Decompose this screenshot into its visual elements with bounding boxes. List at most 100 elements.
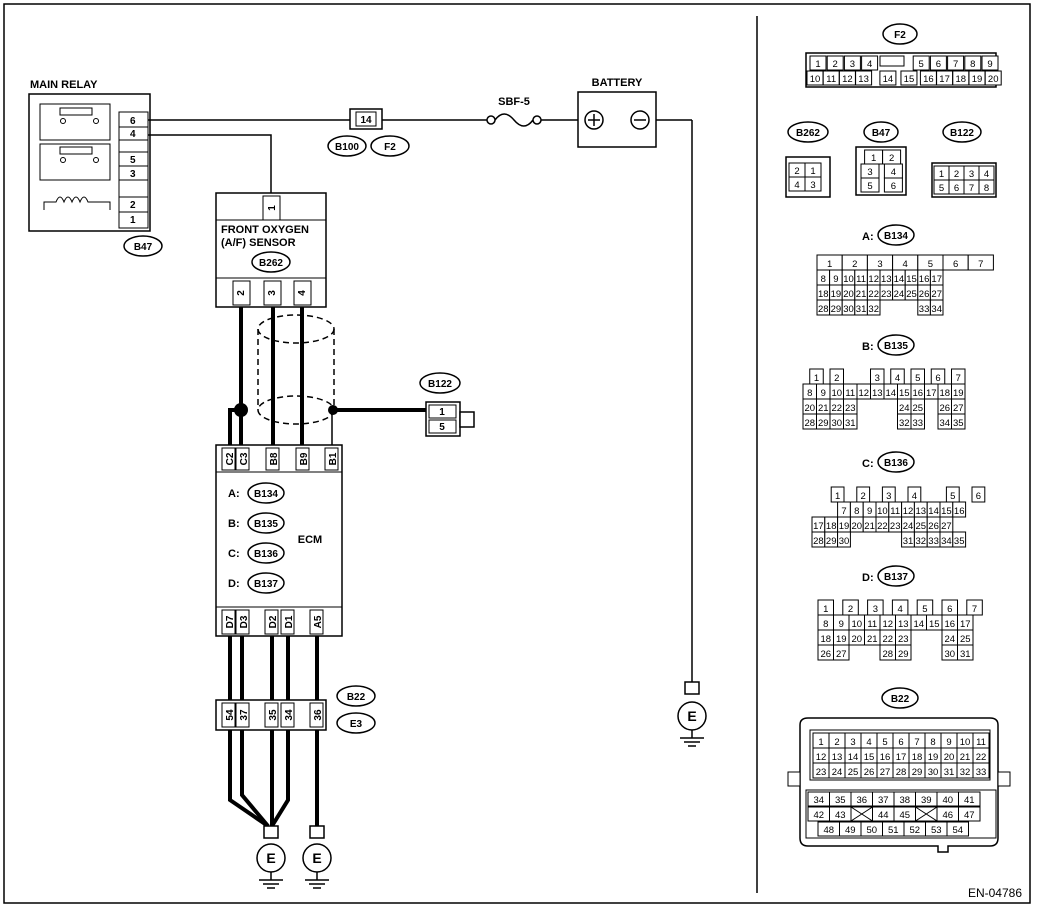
b134-pin-label: 5 — [928, 259, 933, 270]
b135-pin-label: 19 — [953, 388, 964, 399]
b134-pin-label: 14 — [894, 274, 905, 285]
b22-pin-35: 35 — [268, 709, 279, 721]
b22-cell — [946, 821, 969, 837]
b134-cell — [929, 299, 944, 316]
b134-pin-label: 19 — [831, 289, 842, 300]
b136-pin-label: 13 — [916, 506, 927, 517]
f2-pin-label: 16 — [923, 74, 934, 85]
b137-pin-label: 2 — [848, 604, 853, 615]
b135-pin-label: 9 — [821, 388, 826, 399]
b22-pin-label: 17 — [896, 752, 907, 763]
b134-pin-label: 11 — [856, 274, 866, 285]
b262-cell — [804, 176, 822, 192]
b136-pin-label: 24 — [903, 521, 914, 532]
b22-pin-54: 54 — [225, 709, 236, 721]
b22-pin-label: 11 — [976, 737, 986, 748]
ecm-pin-c2: C2 — [225, 452, 236, 465]
ecm-conn-d-letter: D: — [228, 578, 240, 590]
b135-pin-label: 6 — [935, 373, 940, 384]
b22-pin-label: 31 — [944, 767, 955, 778]
b134-pin-label: 28 — [818, 304, 829, 315]
b137-title: B137 — [884, 572, 908, 583]
b47-pin-label: 1 — [871, 153, 876, 164]
b135-pin-label: 18 — [939, 388, 950, 399]
b135-cell — [910, 413, 925, 430]
b134-pin-label: 31 — [856, 304, 867, 315]
f2-cell — [826, 55, 844, 71]
b135-pin-label: 5 — [915, 373, 920, 384]
ecm-pin-a5: A5 — [313, 615, 324, 628]
b135-pin-label: 17 — [926, 388, 937, 399]
b135-title: B135 — [884, 341, 908, 352]
b135-pin-label: 28 — [804, 418, 815, 429]
f2-pin-label: 6 — [936, 59, 941, 70]
b137-pin-label: 12 — [882, 619, 893, 630]
f2-pin-label: 18 — [956, 74, 967, 85]
ecm-pin-d2: D2 — [268, 615, 279, 628]
b135-cell — [843, 413, 858, 430]
b22-pin-label: 49 — [845, 825, 856, 836]
b22-pin-label: 43 — [835, 810, 846, 821]
b22-pin-label: 50 — [866, 825, 877, 836]
b47-pin-label: 3 — [867, 167, 872, 178]
relay-pin-3: 3 — [130, 169, 136, 180]
b136-pin-label: 9 — [867, 506, 872, 517]
b22-cell — [972, 762, 990, 779]
b135-pin-label: 11 — [845, 388, 855, 399]
ecm-conn-d-tag: B137 — [254, 579, 278, 590]
ground-battery-label: E — [687, 708, 696, 724]
b137-pin-label: 5 — [922, 604, 927, 615]
ecm-label: ECM — [298, 534, 322, 546]
b134-pin-label: 23 — [881, 289, 892, 300]
f2-pin-label: 3 — [850, 59, 855, 70]
b22-cell — [958, 791, 981, 807]
f2-cell — [843, 55, 861, 71]
b137-pin-label: 11 — [867, 619, 877, 630]
b134-pin-label: 3 — [877, 259, 882, 270]
b135-pin-label: 13 — [872, 388, 883, 399]
b22-pin-label: 7 — [914, 737, 919, 748]
b137-pin-label: 17 — [960, 619, 971, 630]
battery-label: BATTERY — [592, 77, 643, 89]
b22-pin-label: 34 — [813, 795, 824, 806]
b22-pin-label: 52 — [909, 825, 920, 836]
b22-pin-37: 37 — [239, 709, 250, 721]
b136-pin-label: 29 — [826, 536, 837, 547]
b137-pin-label: 31 — [960, 649, 971, 660]
b137-pin-label: 25 — [960, 634, 971, 645]
b22-pin-label: 38 — [899, 795, 910, 806]
b22-pin-label: 9 — [946, 737, 951, 748]
b47-title: B47 — [872, 128, 891, 139]
b122-pin-label: 1 — [939, 169, 944, 180]
b22-tag: B22 — [347, 692, 366, 703]
b122-cell — [978, 179, 995, 195]
relay-pin-6: 6 — [130, 116, 136, 127]
b135-pin-label: 4 — [895, 373, 900, 384]
b122-pin-1: 1 — [439, 407, 445, 418]
b136-pin-label: 4 — [912, 491, 917, 502]
b136-pin-label: 5 — [950, 491, 955, 502]
f2-pin-label: 2 — [833, 59, 838, 70]
ground-middle-label: E — [312, 850, 321, 866]
b134-pin-label: 25 — [906, 289, 917, 300]
inline-connector-14: 14 B100 F2 — [327, 108, 410, 157]
b134-pin-label: 9 — [833, 274, 838, 285]
b136-pin-label: 21 — [864, 521, 875, 532]
b22-inline-connector: 54 37 35 34 36 B22 E3 — [215, 685, 376, 734]
b137-pin-label: 19 — [836, 634, 847, 645]
b262-title: B262 — [796, 128, 820, 139]
b136-letter: C: — [862, 458, 874, 470]
front-oxygen-sensor: 1 FRONT OXYGEN (A/F) SENSOR B262 2 3 4 — [215, 192, 327, 308]
b135-pin-label: 12 — [858, 388, 869, 399]
b22-pin-label: 10 — [960, 737, 971, 748]
b135-pin-label: 33 — [912, 418, 923, 429]
b137-cell — [895, 644, 912, 661]
relay-connector-tag: B47 — [134, 242, 153, 253]
b134-pin-label: 17 — [931, 274, 942, 285]
b136-pin-label: 2 — [861, 491, 866, 502]
f2-pin-label: 13 — [858, 74, 869, 85]
b22-pin-label: 12 — [816, 752, 827, 763]
sensor-pin-4: 4 — [297, 290, 308, 296]
b137-letter: D: — [862, 572, 874, 584]
